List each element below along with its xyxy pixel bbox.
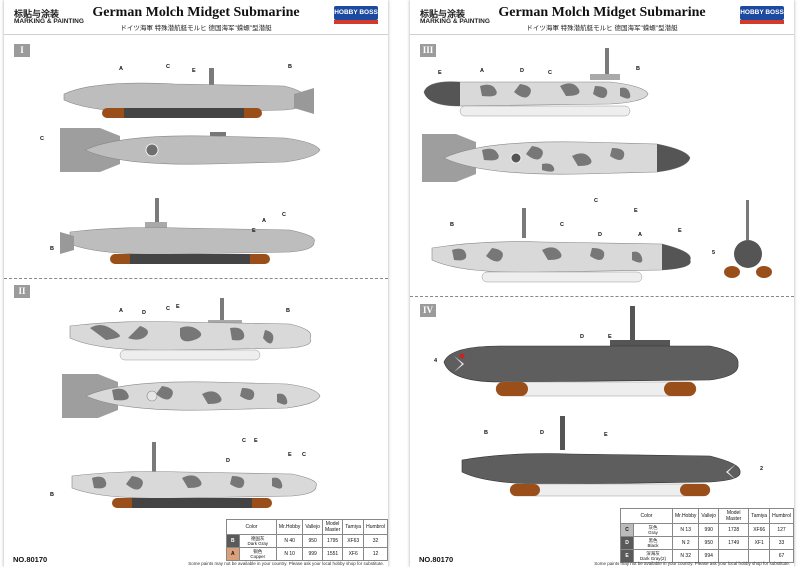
- page-subtitle: ドイツ海軍 特殊潜航艇モルヒ 德国海军"蝾螈"型潜艇: [120, 25, 272, 32]
- callout-b-7: B: [484, 430, 488, 436]
- callout-a-3: A: [119, 308, 123, 314]
- callout-e-9: E: [608, 334, 612, 340]
- callout-c-7: C: [548, 70, 552, 76]
- callout-d-3: D: [520, 68, 524, 74]
- callout-a-5: A: [638, 232, 642, 238]
- callout-e-5: E: [288, 452, 292, 458]
- hobbyboss-logo: HOBBY BOSS: [740, 6, 784, 26]
- callout-c-9: C: [560, 222, 564, 228]
- callout-d-1: D: [142, 310, 146, 316]
- section-label-2: II: [14, 285, 30, 298]
- callout-c-3: C: [282, 212, 286, 218]
- callout-d-4: D: [598, 232, 602, 238]
- submarine-camo-side-2: [71, 442, 317, 508]
- submarine-front-view: [724, 200, 772, 278]
- item-number: NO.80170: [419, 555, 454, 564]
- instruction-sheet-left: 标贴与涂装 MARKING & PAINTING German Molch Mi…: [4, 0, 388, 567]
- section-label-3: III: [420, 44, 436, 57]
- header-rule: [4, 34, 388, 35]
- item-number: NO.80170: [13, 555, 48, 564]
- callout-b-2: B: [50, 246, 54, 252]
- callout-a-2: A: [262, 218, 266, 224]
- callout-c-1: C: [166, 64, 170, 70]
- submarine-dark-side-1: [443, 306, 739, 397]
- submarine-side-view-1: [63, 68, 314, 118]
- submarine-camo-top: [62, 374, 321, 418]
- footer-note: Some paints may not be available in your…: [594, 561, 790, 566]
- callout-c-5: C: [242, 438, 246, 444]
- callout-c-2: C: [40, 136, 44, 142]
- hobbyboss-logo: HOBBY BOSS: [334, 6, 378, 26]
- section-label-1: I: [14, 44, 30, 57]
- submarine-side-view-2: [60, 198, 315, 264]
- instruction-sheet-right: 标贴与涂装 MARKING & PAINTING German Molch Mi…: [410, 0, 794, 567]
- callout-e-3: E: [176, 304, 180, 310]
- callout-4: 4: [434, 358, 438, 364]
- callout-d-5: D: [580, 334, 584, 340]
- header-rule: [410, 34, 794, 35]
- marking-title-en: MARKING & PAINTING: [14, 18, 84, 25]
- callout-e-7: E: [634, 208, 638, 214]
- submarine-camo-side-3: [423, 48, 649, 117]
- page-title: German Molch Midget Submarine: [498, 5, 706, 20]
- callout-c-4: C: [166, 306, 170, 312]
- submarine-dark-side-2: [461, 416, 741, 497]
- section-divider: [4, 278, 388, 279]
- marking-title-en: MARKING & PAINTING: [420, 18, 490, 25]
- submarine-camo-top-2: [422, 134, 691, 182]
- callout-e-4: E: [254, 438, 258, 444]
- marking-title-cn: 标贴与涂装: [14, 9, 60, 19]
- footer-note: Some paints may not be available in your…: [188, 561, 384, 566]
- section-label-4: IV: [420, 304, 436, 317]
- callout-5: 5: [712, 250, 716, 256]
- callout-e-6: E: [438, 70, 442, 76]
- color-table-left: Color Mr.Hobby Vallejo Model Master Tami…: [226, 519, 388, 561]
- submarine-camo-side-4: [431, 208, 691, 283]
- callout-a-4: A: [480, 68, 484, 74]
- submarine-camo-side-1: [69, 298, 312, 361]
- callout-e-8: E: [678, 228, 682, 234]
- submarine-top-view-1: [60, 128, 321, 172]
- callout-c-6: C: [302, 452, 306, 458]
- callout-b-6: B: [450, 222, 454, 228]
- callout-d-6: D: [540, 430, 544, 436]
- callout-2: 2: [760, 466, 764, 472]
- callout-e-2: E: [252, 228, 256, 234]
- page-subtitle: ドイツ海軍 特殊潜航艇モルヒ 德国海军"蝾螈"型潜艇: [526, 25, 678, 32]
- callout-e-1: E: [192, 68, 196, 74]
- callout-a-1: A: [119, 66, 123, 72]
- callout-e-10: E: [604, 432, 608, 438]
- section-divider: [410, 296, 794, 297]
- color-table-right: Color Mr.Hobby Vallejo Model Master Tami…: [620, 508, 794, 563]
- callout-b-4: B: [50, 492, 54, 498]
- callout-b-3: B: [286, 308, 290, 314]
- page-title: German Molch Midget Submarine: [92, 5, 300, 20]
- callout-c-8: C: [594, 198, 598, 204]
- marking-title-cn: 标贴与涂装: [420, 9, 466, 19]
- callout-b-1: B: [288, 64, 292, 70]
- callout-b-5: B: [636, 66, 640, 72]
- callout-d-2: D: [226, 458, 230, 464]
